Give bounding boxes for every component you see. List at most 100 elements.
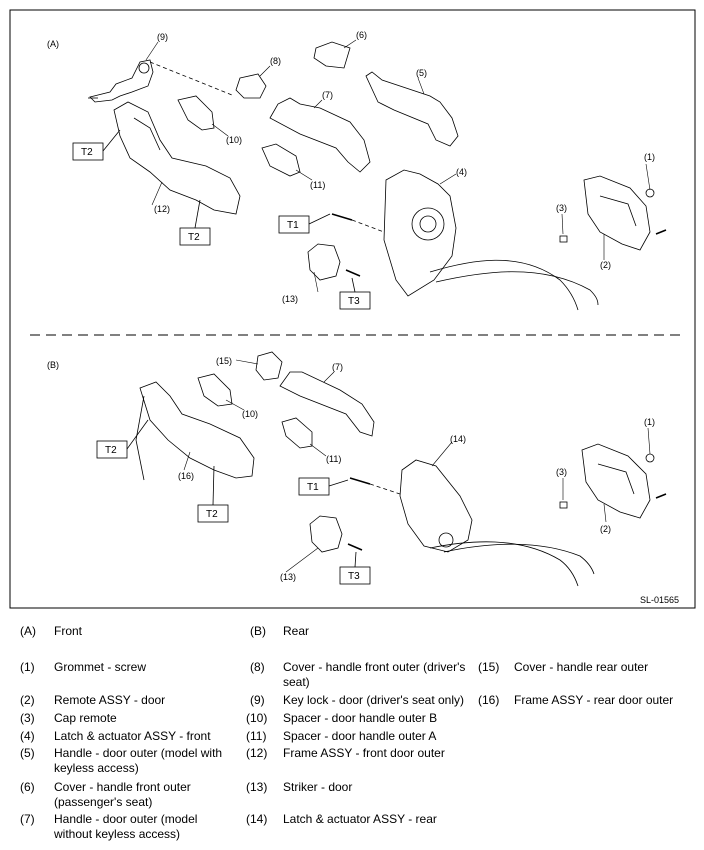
legend-key-10: (10): [246, 711, 268, 725]
legend-text-8: Cover - handle front outer (driver's sea…: [283, 660, 466, 689]
callout-11: (11): [310, 180, 325, 190]
callout-1: (1): [644, 152, 655, 162]
key-lock-part: [88, 59, 233, 103]
legend-text-11: Spacer - door handle outer A: [283, 729, 437, 743]
legend-key-b: (B): [250, 624, 266, 638]
legend-key-6: (6): [20, 780, 35, 794]
callout-9: (9): [157, 32, 168, 42]
legend-text-10: Spacer - door handle outer B: [283, 711, 438, 725]
grommet-front-part: [645, 188, 655, 198]
torque-tag-t2-b1: T2: [105, 445, 117, 456]
callout-6: (6): [356, 30, 367, 40]
legend-key-13: (13): [246, 780, 268, 794]
cover-passenger-part: [313, 41, 351, 69]
torque-tag-t2-b2: T2: [206, 509, 218, 520]
callout-16: (16): [178, 471, 194, 481]
legend-text-3: Cap remote: [54, 711, 117, 725]
spacer-b-rear-part: [197, 373, 233, 407]
handle-rear-part: [279, 371, 375, 437]
torque-tag-t3-a: T3: [348, 296, 360, 307]
torque-tag-t1-a: T1: [287, 220, 299, 231]
screw-front-remote: [655, 229, 667, 235]
torque-tag-t2-a2: T2: [188, 232, 200, 243]
legend-key-a: (A): [20, 624, 36, 638]
callout-11-rear: (11): [326, 454, 341, 464]
legend-key-9: (9): [250, 693, 265, 707]
torque-tag-t3-b: T3: [348, 571, 360, 582]
screw-t1-front: [331, 213, 353, 221]
striker-rear-part: [309, 515, 343, 553]
legend-text-16: Frame ASSY - rear door outer: [514, 693, 674, 707]
frame-front-part: [113, 101, 241, 215]
callout-3: (3): [556, 203, 567, 213]
legend-key-3: (3): [20, 711, 35, 725]
callout-13: (13): [282, 294, 298, 304]
legend-key-1: (1): [20, 660, 35, 674]
legend-text-12: Frame ASSY - front door outer: [283, 746, 445, 760]
legend-key-8: (8): [250, 660, 265, 674]
legend-key-12: (12): [246, 746, 268, 760]
cover-driver-part: [235, 73, 267, 99]
latch-front-part: [383, 169, 599, 311]
torque-tag-labels: T2 T2 T1 T3 T2 T2 T1 T3: [81, 147, 360, 582]
legend-key-5: (5): [20, 746, 35, 760]
callout-10: (10): [226, 135, 242, 145]
legend-text-15: Cover - handle rear outer: [514, 660, 649, 674]
striker-front-part: [307, 243, 341, 281]
callout-2-rear: (2): [600, 524, 611, 534]
screw-t3-front: [345, 269, 361, 277]
cover-rear-part: [255, 351, 283, 381]
callout-13-rear: (13): [280, 572, 296, 582]
latch-rear-part: [399, 459, 595, 587]
legend-text-a: Front: [54, 624, 83, 638]
legend-key-2: (2): [20, 693, 35, 707]
legend-text-9: Key lock - door (driver's seat only): [283, 693, 465, 707]
figure-frame: [9, 9, 696, 609]
legend-key-11: (11): [246, 729, 267, 743]
grommet-rear-part: [645, 453, 655, 463]
legend-key-4: (4): [20, 729, 35, 743]
frame-rear-part: [135, 381, 255, 481]
callout-7: (7): [322, 90, 333, 100]
legend-text-1: Grommet - screw: [54, 660, 147, 674]
callout-15: (15): [216, 356, 232, 366]
torque-tag-t1-b: T1: [307, 482, 319, 493]
screw-t1-rear: [349, 477, 371, 485]
legend-text-4: Latch & actuator ASSY - front: [54, 729, 211, 743]
callout-14: (14): [450, 434, 466, 444]
callout-12: (12): [154, 204, 170, 214]
legend-key-15: (15): [478, 660, 500, 674]
screw-t3-rear: [347, 543, 363, 551]
legend-key-7: (7): [20, 812, 35, 826]
legend-text-2: Remote ASSY - door: [54, 693, 166, 707]
legend-text-6: Cover - handle front outer (passenger's …: [54, 780, 191, 809]
screw-rear-remote: [655, 493, 667, 499]
remote-rear-part: [581, 443, 651, 519]
leader-lines: [145, 39, 651, 573]
torque-tags: [72, 129, 371, 585]
cap-rear-part: [559, 501, 568, 509]
callout-10-rear: (10): [242, 409, 258, 419]
callouts: (9) (6) (8) (5) (7) (10) (11) (4) (12) (…: [154, 30, 655, 582]
cap-front-part: [559, 235, 568, 243]
handle-keyless-part: [365, 71, 459, 147]
exploded-parts-diagram: (A) (B) SL-01565: [9, 9, 696, 609]
legend-text-5: Handle - door outer (model with keyless …: [54, 746, 223, 775]
callout-7-rear: (7): [332, 362, 343, 372]
callout-3-rear: (3): [556, 467, 567, 477]
callout-8: (8): [270, 56, 281, 66]
handle-outer-part: [269, 97, 371, 173]
remote-front-part: [583, 175, 651, 251]
callout-4: (4): [456, 167, 467, 177]
torque-tag-t2-a1: T2: [81, 147, 93, 158]
callout-2: (2): [600, 260, 611, 270]
spacer-a-rear-part: [281, 417, 313, 449]
legend-key-14: (14): [246, 812, 268, 826]
spacer-a-part: [261, 143, 301, 177]
callout-1-rear: (1): [644, 417, 655, 427]
legend-text-14: Latch & actuator ASSY - rear: [283, 812, 437, 826]
legend-text-13: Striker - door: [283, 780, 353, 794]
figure-id: SL-01565: [640, 595, 679, 605]
legend-key-16: (16): [478, 693, 500, 707]
section-label-rear: (B): [47, 360, 59, 370]
